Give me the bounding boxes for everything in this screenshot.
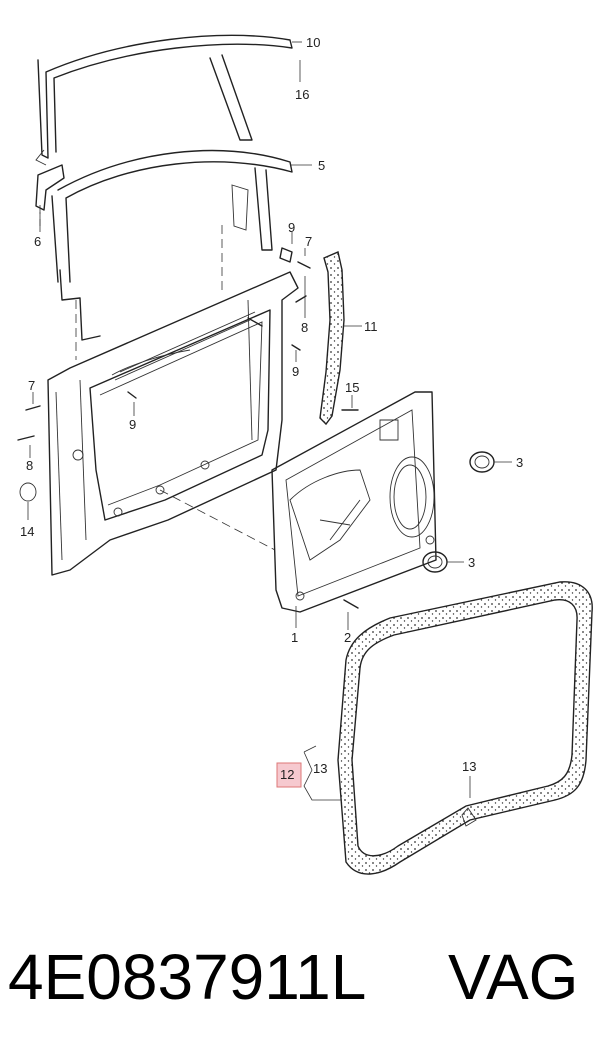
callout-3-upper: 3 — [516, 455, 523, 470]
callout-1: 1 — [291, 630, 298, 645]
callout-8-left: 8 — [26, 458, 33, 473]
callout-6: 6 — [34, 234, 41, 249]
brand-name: VAG — [448, 941, 579, 1013]
door-shell — [47, 269, 299, 576]
callout-13-right: 13 — [462, 759, 476, 774]
part-number: 4E0837911L — [8, 941, 367, 1013]
callout-14: 14 — [20, 524, 34, 539]
leader-lines — [27, 41, 512, 801]
callout-9-mid: 9 — [292, 364, 299, 379]
callout-7-top: 7 — [305, 234, 312, 249]
callout-9-top: 9 — [288, 220, 295, 235]
bolts — [17, 247, 359, 609]
callout-13-left: 13 — [313, 761, 327, 776]
callout-12: 12 — [280, 767, 294, 782]
callout-3-lower: 3 — [468, 555, 475, 570]
callout-15: 15 — [345, 380, 359, 395]
door-module-panel — [271, 391, 437, 613]
seal-strip-11 — [319, 251, 345, 426]
callout-12-highlight — [276, 762, 302, 788]
callout-10: 10 — [306, 35, 320, 50]
callout-2: 2 — [344, 630, 351, 645]
callout-5: 5 — [318, 158, 325, 173]
footer-caption: 4E0837911L VAG — [0, 940, 600, 1030]
door-seal-12 — [337, 581, 593, 875]
callout-7-left: 7 — [28, 378, 35, 393]
callout-9-left: 9 — [129, 417, 136, 432]
callout-16: 16 — [295, 87, 309, 102]
callout-8-top: 8 — [301, 320, 308, 335]
window-frame-upper — [35, 34, 293, 166]
callout-11: 11 — [364, 319, 378, 334]
bracket-6 — [35, 164, 65, 211]
window-guide — [51, 149, 293, 283]
